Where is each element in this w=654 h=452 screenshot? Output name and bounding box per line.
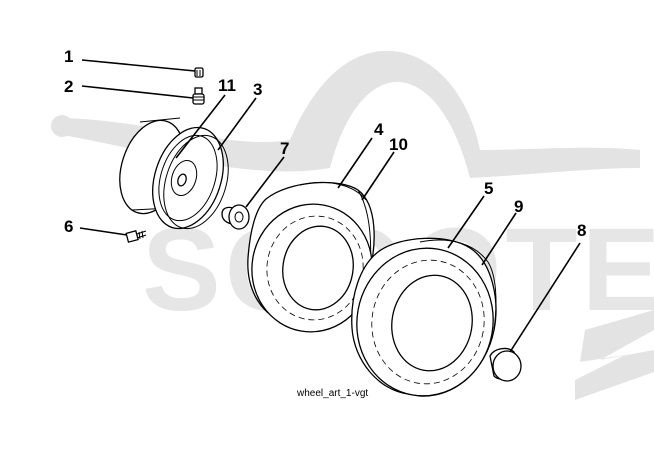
watermark-z-mark [575,310,654,400]
leader-lines [79,59,581,353]
callout-2: 2 [64,77,73,96]
callout-5: 5 [484,179,493,198]
callout-10: 10 [389,135,408,154]
part-bushing [221,204,250,230]
part-tire-inner [247,181,375,333]
part-rim [119,117,224,230]
part-rim-half [163,134,229,230]
callout-1: 1 [64,47,73,66]
callout-11: 11 [218,76,236,95]
figure-caption: wheel_art_1-vgt [296,388,368,399]
callout-labels: 1 2 11 3 4 10 7 6 5 9 8 [64,47,586,240]
part-bolt [125,230,147,243]
callout-6: 6 [64,217,73,236]
part-valve-cap [194,67,204,78]
part-valve-stem [192,87,205,105]
callout-8: 8 [577,221,586,240]
part-tire-outer [351,237,497,397]
callout-7: 7 [280,139,289,158]
callout-4: 4 [374,120,384,139]
watermark-dot [51,115,73,137]
part-hub-cap [489,347,522,382]
callout-3: 3 [253,80,262,99]
callout-9: 9 [514,197,523,216]
